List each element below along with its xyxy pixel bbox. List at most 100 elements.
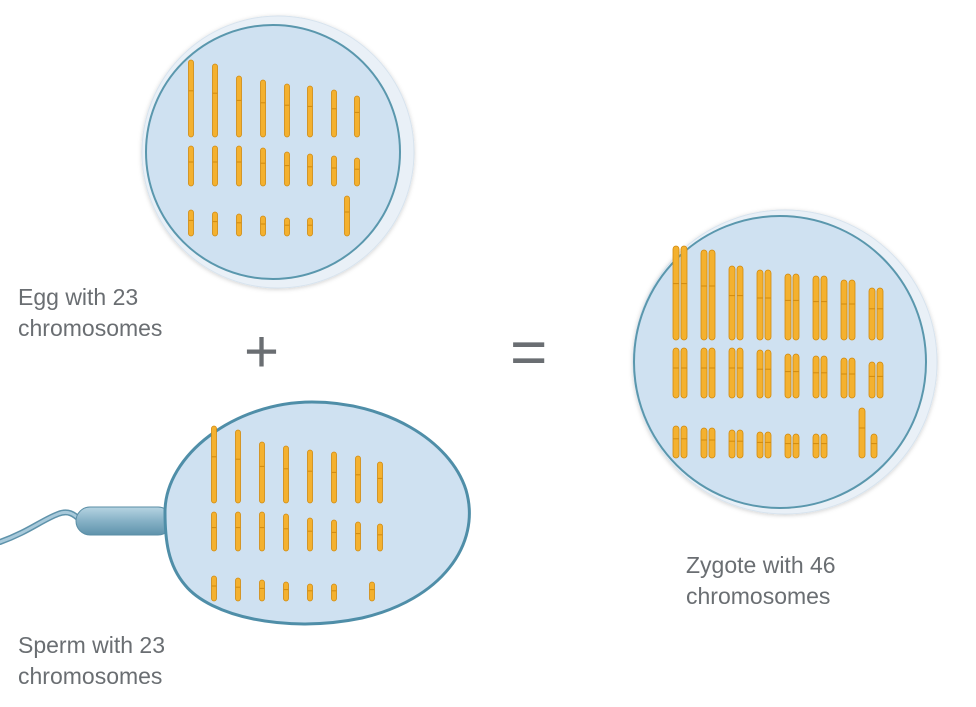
chromosome: [700, 249, 708, 341]
chromosome: [672, 425, 680, 459]
chromosome: [764, 269, 772, 341]
chromosome: [377, 523, 383, 552]
chromosome: [284, 217, 290, 237]
zygote-cell: [632, 209, 938, 515]
chromosome: [260, 147, 266, 187]
chromosome: [307, 153, 313, 187]
chromosome: [876, 361, 884, 399]
chromosome: [680, 245, 688, 341]
chromosome: [812, 433, 820, 459]
chromosome: [307, 517, 313, 552]
chromosome: [792, 433, 800, 459]
chromosome: [188, 209, 194, 237]
chromosome: [868, 287, 876, 341]
chromosome: [672, 347, 680, 399]
zygote-chromosomes: [672, 245, 884, 459]
zygote-label-line-1: Zygote with 46: [686, 552, 836, 578]
chromosome: [820, 433, 828, 459]
egg-label-line-2: chromosomes: [18, 315, 163, 341]
chromosome: [876, 287, 884, 341]
chromosome: [700, 347, 708, 399]
chromosome: [283, 513, 289, 552]
egg-cell: [141, 15, 415, 289]
chromosome: [858, 407, 866, 459]
sperm-label-line-1: Sperm with 23: [18, 632, 166, 658]
chromosome: [354, 157, 360, 187]
chromosome: [211, 575, 217, 602]
chromosome: [355, 521, 361, 552]
chromosome: [212, 145, 218, 187]
chromosome: [708, 249, 716, 341]
sperm-label-line-2: chromosomes: [18, 663, 163, 689]
sperm-tail: [0, 510, 82, 544]
chromosome: [188, 145, 194, 187]
chromosome: [331, 519, 337, 552]
chromosome: [331, 155, 337, 187]
chromosome: [784, 273, 792, 341]
chromosome: [369, 581, 375, 602]
chromosome: [212, 211, 218, 237]
egg-label-line-1: Egg with 23: [18, 284, 139, 310]
chromosome: [236, 213, 242, 237]
chromosome: [820, 275, 828, 341]
chromosome: [784, 353, 792, 399]
chromosome: [188, 59, 194, 138]
chromosome: [792, 353, 800, 399]
chromosome: [283, 581, 289, 602]
chromosome: [840, 357, 848, 399]
chromosome: [784, 433, 792, 459]
chromosome: [728, 347, 736, 399]
chromosome: [848, 357, 856, 399]
chromosome: [284, 83, 290, 138]
chromosome: [307, 583, 313, 602]
chromosome: [259, 579, 265, 602]
sperm-head: [163, 400, 471, 626]
chromosome: [354, 95, 360, 138]
chromosome: [235, 511, 241, 552]
chromosome: [331, 583, 337, 602]
sperm-label: Sperm with 23 chromosomes: [18, 630, 165, 692]
chromosome: [307, 85, 313, 138]
chromosome: [259, 511, 265, 552]
chromosome: [736, 265, 744, 341]
chromosome: [211, 511, 217, 552]
chromosome: [756, 269, 764, 341]
chromosome: [868, 361, 876, 399]
zygote-label: Zygote with 46 chromosomes: [686, 550, 836, 612]
chromosome: [680, 425, 688, 459]
sperm-chromosomes: [211, 425, 383, 602]
zygote-label-line-2: chromosomes: [686, 583, 831, 609]
chromosome: [736, 347, 744, 399]
chromosome: [708, 427, 716, 459]
egg-chromosomes: [188, 59, 360, 237]
chromosome: [840, 279, 848, 341]
chromosome: [236, 75, 242, 138]
chromosome: [331, 89, 337, 138]
chromosome: [307, 217, 313, 237]
chromosome: [700, 427, 708, 459]
chromosome: [756, 349, 764, 399]
equals-sign: =: [510, 316, 548, 388]
chromosome: [283, 445, 289, 504]
chromosome: [377, 461, 383, 504]
egg-label: Egg with 23 chromosomes: [18, 282, 162, 344]
chromosome: [792, 273, 800, 341]
chromosome: [307, 449, 313, 504]
sperm-cell: [0, 400, 471, 626]
chromosome: [236, 145, 242, 187]
chromosome: [235, 577, 241, 602]
chromosome: [764, 431, 772, 459]
chromosome: [870, 433, 878, 459]
chromosome: [284, 151, 290, 187]
chromosome: [211, 425, 217, 504]
chromosome: [355, 455, 361, 504]
chromosome: [235, 429, 241, 504]
plus-sign: +: [244, 318, 280, 385]
chromosome: [848, 279, 856, 341]
chromosome: [672, 245, 680, 341]
chromosome: [212, 63, 218, 138]
egg-membrane: [145, 24, 401, 280]
chromosome: [756, 431, 764, 459]
